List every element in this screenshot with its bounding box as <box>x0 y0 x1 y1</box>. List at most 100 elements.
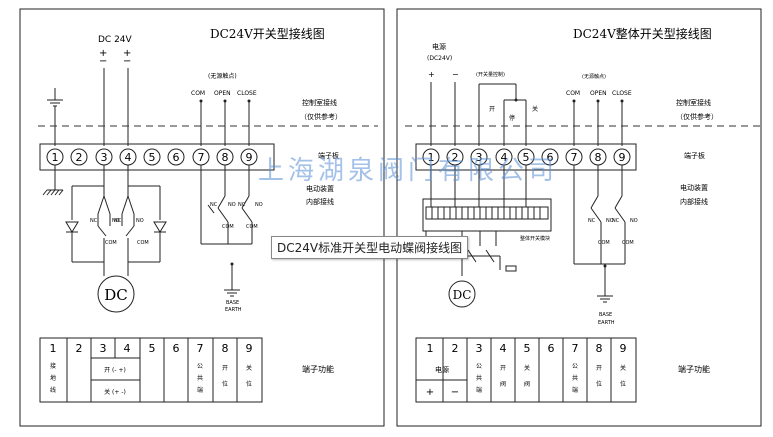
right-func-num-2: 2 <box>452 342 459 355</box>
left-ground-top-icon <box>47 88 63 146</box>
right-supply-label-2: (DC24V) <box>427 55 452 62</box>
right-terminal-5-label: 5 <box>523 151 530 164</box>
left-func-7-line-3: 端 <box>197 386 203 394</box>
left-func-1-line-2: 地 <box>50 374 56 382</box>
left-func-num-9: 9 <box>246 342 253 355</box>
left-open-label: OPEN <box>214 90 231 97</box>
right-dc-motor-icon <box>448 280 476 308</box>
right-func-5-line-1: 关 <box>524 364 530 372</box>
right-func-num-6: 6 <box>548 342 555 355</box>
right-switch-open: 开 <box>489 106 495 113</box>
left-no-label-2: NO <box>136 218 144 224</box>
right-nc-label-1: NC <box>588 218 596 224</box>
right-terminal-list: 1 2 3 4 5 6 7 8 9 <box>422 148 631 166</box>
left-nc-label-4: NC <box>238 202 246 208</box>
left-func-num-2: 2 <box>76 342 83 355</box>
left-dc-motor-icon <box>97 275 135 313</box>
right-control-room: 控制室接线 <box>676 98 711 107</box>
left-terminal-board <box>39 143 275 171</box>
left-terminal-6 <box>167 148 185 166</box>
left-func-num-5: 5 <box>149 342 156 355</box>
left-no-label-4: NO <box>255 202 263 208</box>
left-func-8-line-2: 位 <box>222 380 228 388</box>
left-func-num-1: 1 <box>50 342 57 355</box>
left-terminal-board-label: 端子板 <box>318 151 339 160</box>
left-terminal-6-label: 6 <box>173 151 180 164</box>
left-terminal-list: 1 2 3 4 5 6 7 8 9 <box>46 148 258 166</box>
left-func-8-line-1: 开 <box>222 365 228 372</box>
left-com-label-2: COM <box>137 240 149 246</box>
right-function-table <box>415 337 637 403</box>
left-earth-label-1: BASE <box>226 300 239 306</box>
left-supply-plus-2: + <box>123 48 131 59</box>
left-motor-label: DC <box>104 286 128 304</box>
right-func-num-8: 8 <box>596 342 603 355</box>
left-earth-icon <box>224 262 240 297</box>
right-no-label-2: NO <box>630 218 638 224</box>
right-terminal-9-label: 9 <box>619 151 626 164</box>
right-module-label: 整体开关模块 <box>520 235 550 242</box>
right-nc-label-2: NC <box>612 218 620 224</box>
right-func-8-line-2: 位 <box>596 380 602 388</box>
left-diode-2-icon <box>153 221 167 233</box>
left-func-title: 端子功能 <box>302 364 334 374</box>
right-terminal-8-label: 8 <box>595 151 602 164</box>
left-device-wiring-1: 电动装置 <box>306 184 334 193</box>
left-terminal-4-label: 4 <box>125 151 132 164</box>
left-terminal-7-label: 7 <box>198 151 205 164</box>
left-panel: DC24V开关型接线图 DC 24V + − + − (无源触点) COM OP… <box>19 8 385 427</box>
right-func-9-line-1: 关 <box>620 364 626 372</box>
right-func-4-line-1: 开 <box>500 365 506 372</box>
right-switch-close: 关 <box>532 105 538 113</box>
right-terminal-board-label: 端子板 <box>684 151 705 160</box>
left-nc-label-3: NC <box>210 202 218 208</box>
right-frame <box>396 8 762 427</box>
left-func-9-line-2: 位 <box>246 380 252 388</box>
right-terminal-1-label: 1 <box>428 151 435 164</box>
left-com-label-4: COM <box>246 224 258 230</box>
right-func-7-line-2: 共 <box>572 374 578 382</box>
right-func-7-line-3: 端 <box>572 386 578 394</box>
right-func-4-line-2: 阀 <box>500 380 506 388</box>
image-caption: DC24V标准开关型电动蝶阀接线图 <box>271 236 469 259</box>
right-terminal-6-label: 6 <box>547 151 554 164</box>
left-func-34-top: 开 (- +) <box>104 367 126 374</box>
right-func-plus: + <box>426 387 434 398</box>
left-control-room: 控制室接线 <box>302 98 337 107</box>
left-terminal-5-label: 5 <box>149 151 156 164</box>
left-device-wiring-2: 内部接线 <box>306 197 334 206</box>
right-switch-stop: 停 <box>509 114 515 122</box>
left-close-label: CLOSE <box>237 90 257 97</box>
right-func-title: 端子功能 <box>678 364 710 374</box>
right-func-num-4: 4 <box>500 342 507 355</box>
left-terminal-5 <box>143 148 161 166</box>
left-com-label-3: COM <box>222 224 234 230</box>
left-terminal-2 <box>70 148 88 166</box>
left-supply-label: DC 24V <box>98 35 133 45</box>
left-func-34-bottom: 关 (+ -) <box>104 388 126 396</box>
right-supply-label-1: 电源 <box>432 42 446 51</box>
right-func-8-line-1: 开 <box>596 365 602 372</box>
right-no-label-1: NO <box>606 218 614 224</box>
left-supply-minus: − <box>99 56 107 67</box>
right-panel: DC24V整体开关型接线图 电源 (DC24V) + − (开关量控制) 开 停… <box>396 8 762 427</box>
left-no-label-3: NO <box>228 202 236 208</box>
left-func-num-6: 6 <box>173 342 180 355</box>
left-com-label: COM <box>191 90 205 97</box>
right-device-wiring-1: 电动装置 <box>680 183 708 192</box>
left-feedback-note: (无源触点) <box>208 72 237 80</box>
right-supply-plus: + <box>428 70 435 79</box>
left-com-label-1: COM <box>105 240 117 246</box>
right-title: DC24V整体开关型接线图 <box>573 26 712 41</box>
left-title: DC24V开关型接线图 <box>210 26 325 41</box>
left-func-9-line-1: 关 <box>246 364 252 372</box>
right-terminal-2-label: 2 <box>452 151 459 164</box>
right-func-3-line-3: 端 <box>476 386 482 394</box>
right-func-7-line-1: 公 <box>572 363 578 370</box>
right-func-3-line-2: 共 <box>476 374 482 382</box>
right-func-minus: − <box>451 387 459 398</box>
left-supply-plus: + <box>99 48 107 59</box>
right-func-9-line-2: 位 <box>620 380 626 388</box>
left-earth-label-2: EARTH <box>225 307 242 313</box>
